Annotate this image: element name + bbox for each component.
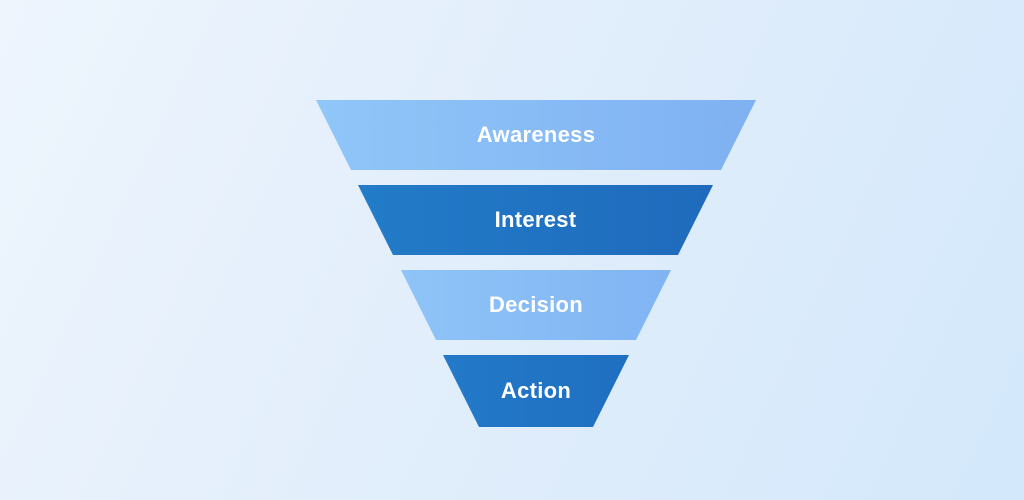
funnel-stage-label: Interest (494, 207, 577, 232)
funnel-stage-decision: Decision (401, 270, 671, 340)
funnel-stage-awareness: Awareness (316, 100, 756, 170)
funnel-stage-action: Action (443, 355, 629, 427)
funnel-stage-label: Action (500, 378, 572, 403)
funnel-stage-interest: Interest (358, 185, 713, 255)
funnel-stage-label: Decision (488, 292, 584, 317)
funnel-stage-label: Awareness (476, 122, 596, 147)
